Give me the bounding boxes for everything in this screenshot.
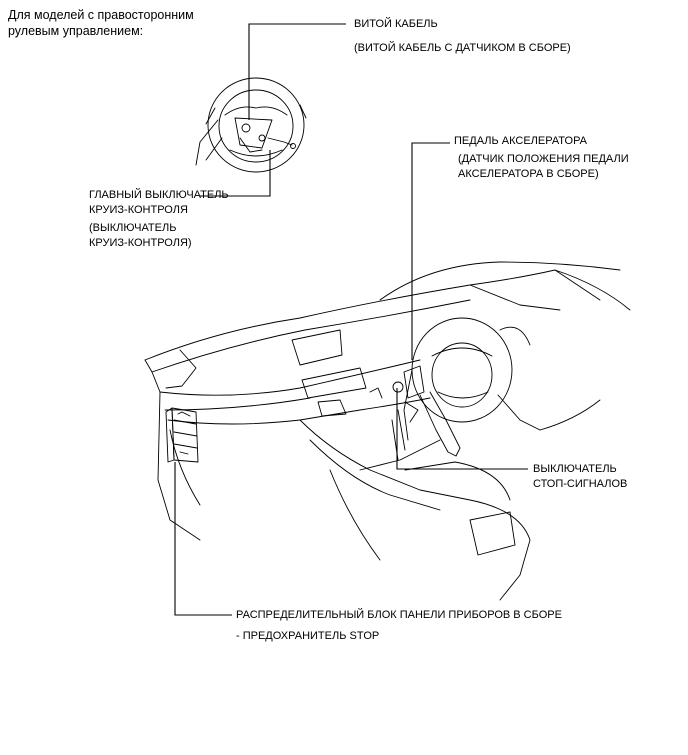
leader-lines (174, 23, 528, 616)
accelerator-note-line-1: (ДАТЧИК ПОЛОЖЕНИЯ ПЕДАЛИ (458, 153, 629, 165)
label-accelerator-pedal: ПЕДАЛЬ АКСЕЛЕРАТОРА (454, 135, 588, 147)
leader-accelerator (411, 142, 450, 360)
dashboard-drawing (144, 261, 631, 601)
leader-spiral-cable (248, 23, 346, 120)
heading-line-1: Для моделей с правосторонним (8, 8, 194, 22)
junction-block-drawing (165, 407, 199, 463)
label-stop-light-switch: ВЫКЛЮЧАТЕЛЬ СТОП-СИГНАЛОВ (533, 462, 627, 492)
cruise-main-switch-line-2: КРУИЗ-КОНТРОЛЯ (89, 204, 188, 216)
label-cruise-switch-note: (ВЫКЛЮЧАТЕЛЬ КРУИЗ-КОНТРОЛЯ) (89, 221, 192, 251)
cruise-switch-note-line-2: КРУИЗ-КОНТРОЛЯ) (89, 237, 192, 249)
stop-light-switch-line-2: СТОП-СИГНАЛОВ (533, 478, 628, 490)
heading-line-2: рулевым управлением: (8, 24, 144, 38)
label-accelerator-note: (ДАТЧИК ПОЛОЖЕНИЯ ПЕДАЛИ АКСЕЛЕРАТОРА В … (458, 152, 629, 182)
label-spiral-cable-note: (ВИТОЙ КАБЕЛЬ С ДАТЧИКОМ В СБОРЕ) (354, 42, 571, 54)
label-cruise-main-switch: ГЛАВНЫЙ ВЫКЛЮЧАТЕЛЬ КРУИЗ-КОНТРОЛЯ (89, 188, 229, 218)
leader-cruise-switch (200, 150, 271, 197)
leader-stop-switch (396, 388, 528, 470)
stop-light-switch-line-1: ВЫКЛЮЧАТЕЛЬ (533, 463, 617, 475)
accelerator-note-line-2: АКСЕЛЕРАТОРА В СБОРЕ) (458, 168, 599, 180)
cruise-switch-note-line-1: (ВЫКЛЮЧАТЕЛЬ (89, 222, 177, 234)
page-heading: Для моделей с правосторонним рулевым упр… (8, 7, 194, 39)
steering-wheel-detail (195, 77, 307, 173)
label-junction-block-note: - ПРЕДОХРАНИТЕЛЬ STOP (236, 630, 380, 642)
label-spiral-cable: ВИТОЙ КАБЕЛЬ (354, 18, 438, 30)
label-junction-block: РАСПРЕДЕЛИТЕЛЬНЫЙ БЛОК ПАНЕЛИ ПРИБОРОВ В… (236, 609, 562, 621)
cruise-main-switch-line-1: ГЛАВНЫЙ ВЫКЛЮЧАТЕЛЬ (89, 189, 229, 201)
leader-junction-block (174, 462, 232, 616)
